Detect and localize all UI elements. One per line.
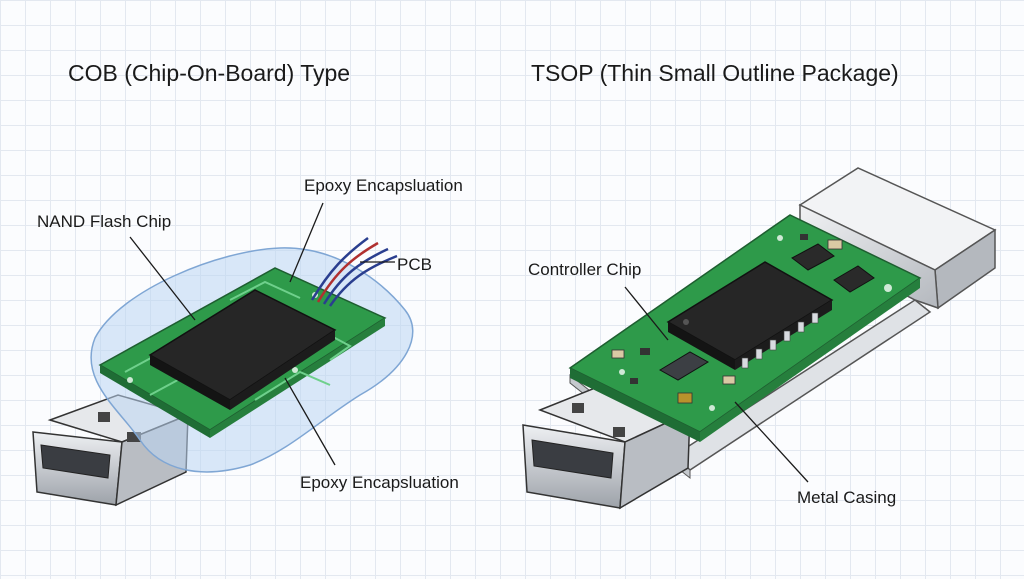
tsop-title: TSOP (Thin Small Outline Package)	[531, 60, 899, 86]
cob-wires	[310, 236, 398, 307]
cob-nand-chip	[148, 289, 337, 410]
tsop-controller-chip	[666, 261, 834, 370]
label-metal-casing: Metal Casing	[797, 488, 897, 507]
cob-title: COB (Chip-On-Board) Type	[68, 60, 351, 86]
label-pcb: PCB	[397, 255, 432, 274]
label-controller-chip: Controller Chip	[528, 260, 642, 279]
label-epoxy-bottom: Epoxy Encapsluation	[300, 473, 459, 492]
cob-callout-lines	[129, 202, 395, 466]
label-epoxy-top: Epoxy Encapsluation	[304, 176, 463, 195]
tsop-usb-connector	[522, 381, 692, 510]
tsop-callout-lines	[624, 286, 809, 483]
label-nand-flash-chip: NAND Flash Chip	[37, 212, 172, 231]
